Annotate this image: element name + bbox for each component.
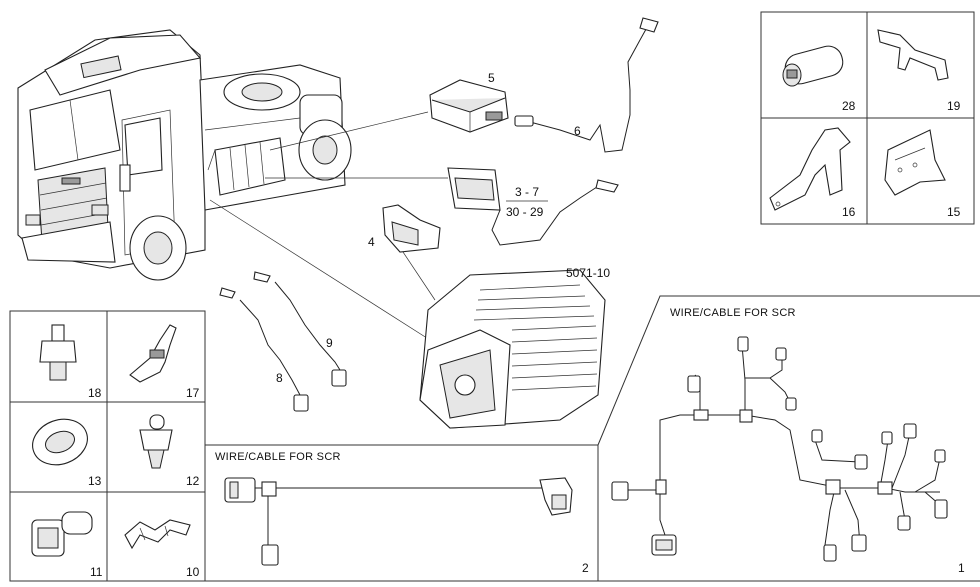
wire-bottom-title: WIRE/CABLE FOR SCR bbox=[215, 451, 341, 463]
callout-30-29: 30 - 29 bbox=[506, 205, 544, 219]
callout-28: 28 bbox=[842, 99, 856, 113]
frame-top-right: 28 19 16 15 bbox=[760, 11, 975, 225]
callout-3-7: 3 - 7 bbox=[515, 185, 539, 199]
callout-6: 6 bbox=[574, 124, 581, 138]
callout-10: 10 bbox=[186, 565, 200, 579]
callout-18: 18 bbox=[88, 386, 102, 400]
sensor-cable-9: 9 bbox=[253, 271, 347, 387]
callout-17: 17 bbox=[186, 386, 200, 400]
wire-right-title: WIRE/CABLE FOR SCR bbox=[670, 307, 796, 319]
sensor-cable-6: 6 bbox=[514, 17, 659, 153]
callout-8: 8 bbox=[276, 371, 283, 385]
part-10: 10 bbox=[124, 519, 200, 579]
part-13: 13 bbox=[32, 418, 102, 488]
part-17: 17 bbox=[129, 324, 200, 400]
part-12: 12 bbox=[139, 414, 200, 488]
callout-13: 13 bbox=[88, 474, 102, 488]
callout-12: 12 bbox=[186, 474, 200, 488]
scr-catalyst: 5071-10 bbox=[419, 266, 610, 429]
sensor-module-3-7: 3 - 7 30 - 29 bbox=[447, 167, 619, 246]
frame-wire-bottom: WIRE/CABLE FOR SCR 2 bbox=[205, 444, 599, 582]
callout-4: 4 bbox=[368, 235, 375, 249]
part-16: 16 bbox=[769, 127, 856, 219]
part-19: 19 bbox=[877, 29, 961, 113]
truck-illustration bbox=[17, 29, 352, 281]
control-unit-5: 5 bbox=[429, 71, 509, 133]
frame-wire-right: WIRE/CABLE FOR SCR bbox=[597, 295, 980, 582]
part-11: 11 bbox=[31, 511, 103, 579]
part-18: 18 bbox=[39, 324, 102, 400]
bracket-4: 4 bbox=[368, 204, 441, 253]
callout-19: 19 bbox=[947, 99, 961, 113]
sensor-cable-8: 8 bbox=[219, 287, 309, 412]
callout-2: 2 bbox=[582, 561, 589, 575]
callout-15: 15 bbox=[947, 205, 961, 219]
group-code: 5071-10 bbox=[566, 266, 610, 280]
callout-5: 5 bbox=[488, 71, 495, 85]
part-28: 28 bbox=[782, 45, 856, 113]
callout-9: 9 bbox=[326, 336, 333, 350]
frame-bottom-left: 18 17 13 12 11 bbox=[9, 310, 206, 582]
callout-1: 1 bbox=[958, 561, 965, 575]
callout-16: 16 bbox=[842, 205, 856, 219]
part-15: 15 bbox=[884, 129, 961, 219]
callout-11: 11 bbox=[90, 565, 103, 579]
